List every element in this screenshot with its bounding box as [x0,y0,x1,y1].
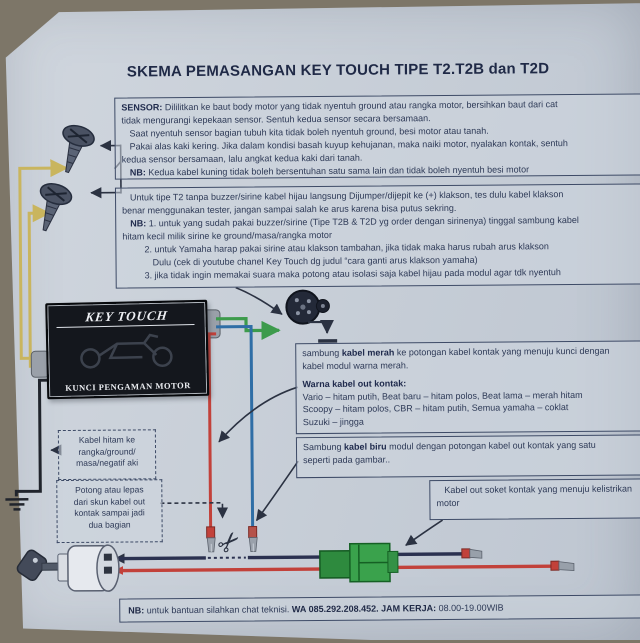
t2-line-7: 3. jika tidak ingin memakai suara maka p… [123,265,639,282]
biru-line-2: seperti pada gambar.. [303,451,639,467]
horn-ground-symbol [308,322,337,341]
key-touch-module: KEY TOUCH KUNCI PENGAMAN MOTOR [45,300,209,400]
biru-line-1: Sambung kabel biru modul dengan potongan… [303,438,639,454]
kabel-merah-box: sambung kabel merah ke potongan kabel ko… [295,340,640,434]
red-module-wire [209,334,218,527]
ignition-key-switch-icon [15,545,119,592]
potong-line-4: dua bagian [61,519,159,531]
kabel-hitam-box: Kabel hitam ke rangka/ground/ masa/negat… [58,429,156,480]
potong-line-1: Potong atau lepas [60,484,158,496]
kabel-biru-box: Sambung kabel biru modul dengan potongan… [296,434,640,478]
soket-line-1: Kabel out soket kontak yang menuju kelis… [436,482,640,497]
merah-line-1: sambung kabel merah ke potongan kabel ko… [302,345,638,360]
footer-hours: 08.00-19.00WIB [436,603,504,614]
black-ground-wire [4,380,51,509]
footer-nb-label: NB: [128,605,144,615]
potong-kabel-box: Potong atau lepas dari skun kabel out ko… [56,479,162,543]
hitam-line-3: masa/negatif aki [62,457,152,469]
potong-line-2: dari skun kabel out [60,496,158,508]
module-logo: KEY TOUCH [56,307,196,328]
kabel-out-soket-box: Kabel out soket kontak yang menuju kelis… [429,478,640,520]
hitam-line-1: Kabel hitam ke [62,434,152,446]
scissors-icon: ✂ [211,524,249,562]
green-horn-wire [216,318,279,330]
sensor-instructions-box: SENSOR: Dililitkan ke baut body motor ya… [114,93,640,179]
module-sublabel: KUNCI PENGAMAN MOTOR [49,380,207,393]
footer-text-1: untuk bantuan silahkan chat teknisi. [144,604,292,615]
potong-line-3: kontak sampai jadi [60,507,158,519]
motorcycle-graphic [62,328,193,371]
warna-line-3: Suzuki – jingga [303,413,639,428]
hitam-line-2: rangka/ground/ [62,446,152,458]
ground-symbol-left [5,499,28,509]
screw-icon-lower [29,180,74,235]
footer-whatsapp: WA 085.292.208.452. JAM KERJA: [292,603,436,614]
t2-instructions-box: Untuk tipe T2 tanpa buzzer/sirine kabel … [115,183,640,288]
green-socket-connector-icon [320,543,398,582]
soket-line-2: motor [436,495,640,510]
blue-wire-terminal [249,527,258,552]
horn-icon [286,290,329,323]
footer-contact-box: NB: untuk bantuan silahkan chat teknisi.… [119,594,640,622]
